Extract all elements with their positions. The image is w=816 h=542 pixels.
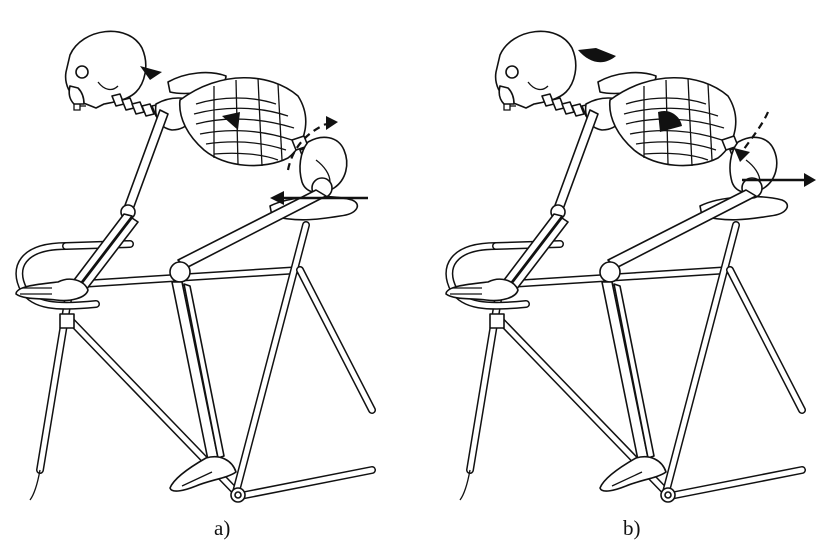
caption-a: a)	[214, 516, 230, 541]
panel-b-illustration	[446, 31, 816, 502]
neck-wedge	[578, 48, 616, 62]
panel-a-illustration	[16, 31, 372, 502]
caption-b: b)	[623, 516, 641, 541]
arrowhead	[326, 116, 338, 130]
arrowhead	[804, 173, 816, 187]
